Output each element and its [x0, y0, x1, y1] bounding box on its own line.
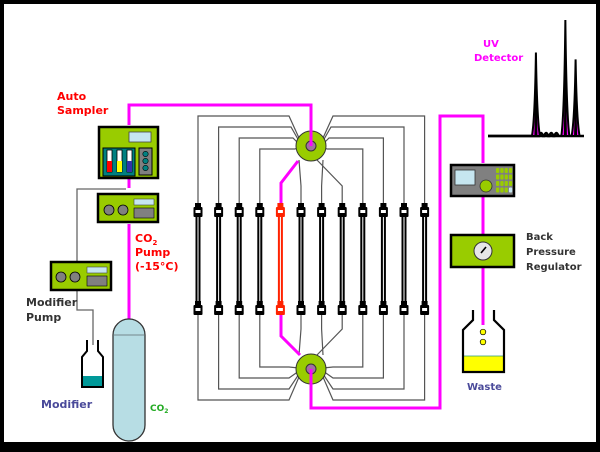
- chromatogram-peak-core: [563, 20, 567, 135]
- keypad-key: [496, 187, 500, 193]
- keypad-key: [508, 187, 513, 193]
- manifold-tube-top: [322, 115, 426, 205]
- keypad-key: [508, 181, 513, 186]
- modifier-tubing: [76, 188, 126, 345]
- column[interactable]: [378, 203, 388, 315]
- manifold-tube-top: [322, 137, 384, 205]
- label-bpr-3: Regulator: [526, 262, 582, 273]
- keypad-key: [504, 187, 508, 193]
- keypad-key: [496, 174, 500, 180]
- manifold-tube-top: [322, 126, 405, 205]
- column[interactable]: [193, 203, 203, 315]
- label-modifier-pump-1: Modifier: [26, 296, 78, 309]
- manifold-tube-bottom: [298, 315, 302, 356]
- waste-bottle: [461, 310, 506, 374]
- manifold-tube-bottom: [238, 315, 300, 379]
- label-auto-sampler-2: Sampler: [57, 104, 109, 117]
- column[interactable]: [358, 203, 368, 315]
- sample-vial-blue: [127, 161, 132, 172]
- modifier-pump[interactable]: [49, 260, 113, 292]
- keypad-key: [496, 168, 500, 173]
- manifold-tube-top: [321, 159, 324, 205]
- back-pressure-regulator[interactable]: [449, 233, 516, 269]
- manifold-tube-bottom: [322, 315, 405, 390]
- chromatogram-peak-core: [574, 59, 578, 135]
- label-bpr-2: Pressure: [526, 247, 576, 258]
- manifold-tube-top: [218, 126, 300, 205]
- manifold-tube-top: [298, 159, 302, 205]
- column[interactable]: [255, 203, 265, 315]
- manifold-tube-bottom: [322, 315, 384, 379]
- keypad-key: [500, 181, 504, 186]
- auto-sampler[interactable]: [97, 125, 160, 180]
- keypad-key: [500, 168, 504, 173]
- co2-pump[interactable]: [96, 192, 160, 224]
- flow-valve-to-active-column: [279, 160, 300, 205]
- column[interactable]: [420, 203, 430, 315]
- keypad-key: [496, 181, 500, 186]
- sample-vial-yellow: [117, 161, 122, 172]
- pressure-gauge-needle: [480, 246, 487, 254]
- keypad-key: [504, 174, 508, 180]
- column[interactable]: [317, 203, 327, 315]
- uv-detector[interactable]: [449, 163, 516, 198]
- column[interactable]: [234, 203, 244, 315]
- label-co2-pump-1: CO2: [135, 232, 157, 247]
- uv-detector-keypad: [496, 168, 513, 193]
- label-auto-sampler-1: Auto: [57, 90, 87, 103]
- keypad-key: [508, 174, 513, 180]
- manifold-tube-bottom: [322, 315, 364, 369]
- co2-tank: [112, 318, 146, 442]
- manifold-tube-bottom: [322, 315, 426, 401]
- chromatogram-trace: [488, 131, 560, 138]
- label-modifier: Modifier: [41, 398, 93, 411]
- keypad-key: [504, 168, 508, 173]
- label-waste: Waste: [467, 382, 502, 393]
- tube-modifier-to-sampler: [76, 188, 126, 262]
- manifold-tube-bottom: [259, 315, 300, 369]
- keypad-key: [504, 181, 508, 186]
- column-active[interactable]: [275, 203, 285, 315]
- uv-chromatogram: [488, 19, 584, 138]
- column[interactable]: [337, 203, 347, 315]
- label-co2-pump-2: Pump: [135, 246, 170, 259]
- flow-active-column-to-valve: [279, 315, 302, 357]
- label-co2-pump-3: (-15°C): [135, 260, 179, 273]
- label-uv-detector-2: Detector: [474, 53, 523, 64]
- keypad-key: [508, 168, 513, 173]
- label-co2-tank: CO2: [150, 404, 168, 415]
- keypad-key: [500, 174, 504, 180]
- chromatogram-peak-core: [534, 52, 538, 136]
- manifold-tube-bottom: [316, 315, 343, 356]
- manifold-tube-top: [197, 115, 300, 205]
- manifold-tube-bottom: [321, 315, 324, 356]
- column[interactable]: [296, 203, 306, 315]
- columns: [193, 203, 430, 315]
- manifold-tube-bottom: [218, 315, 300, 390]
- label-bpr-1: Back: [526, 232, 553, 243]
- column[interactable]: [214, 203, 224, 315]
- tube-modifier-to-bottle: [76, 289, 94, 345]
- manifold-tube-top: [316, 159, 343, 205]
- label-uv-detector-1: UV: [483, 39, 499, 50]
- manifold-tube-bottom: [197, 315, 300, 401]
- modifier-bottle: [81, 340, 104, 388]
- sample-vial-red: [107, 161, 112, 172]
- label-modifier-pump-2: Pump: [26, 311, 61, 324]
- keypad-key: [500, 187, 504, 193]
- column[interactable]: [399, 203, 409, 315]
- manifold-tube-top: [238, 137, 300, 205]
